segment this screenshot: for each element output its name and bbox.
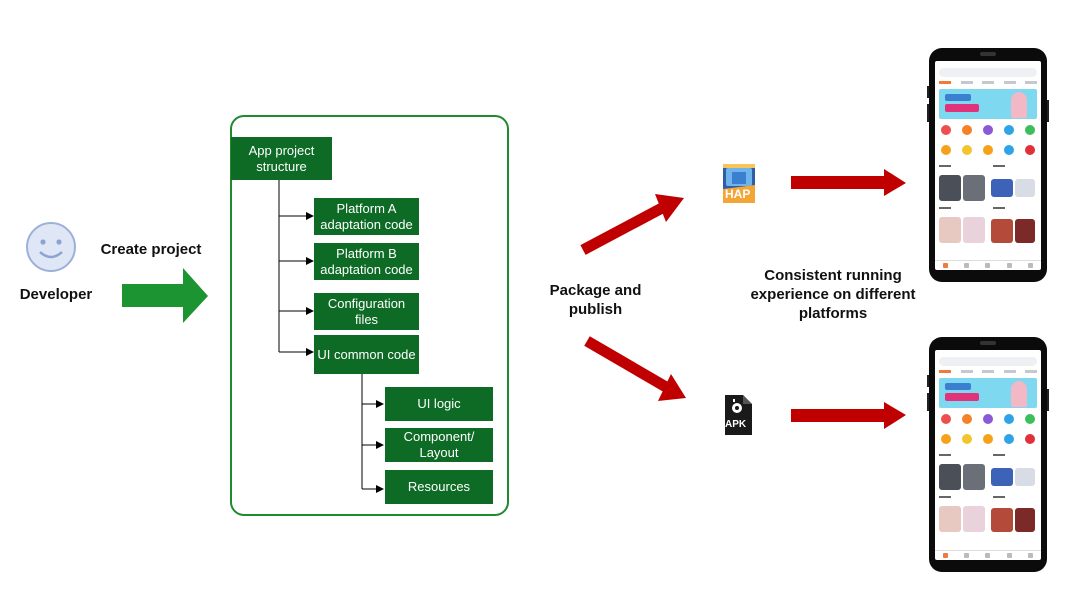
- apk-icon-text: APK: [725, 419, 747, 430]
- platform-b-box: Platform B adaptation code: [314, 243, 419, 280]
- hap-to-device-arrow: [791, 169, 906, 196]
- apk-to-device-arrow: [791, 402, 906, 429]
- hap-package-icon: HAP: [722, 163, 756, 204]
- resources-box: Resources: [385, 470, 493, 504]
- package-publish-label: Package and publish: [549, 282, 642, 318]
- component-layout-box: Component/ Layout: [385, 428, 493, 462]
- tree-connectors-level2: [361, 374, 384, 493]
- app-project-structure-box: App project structure: [231, 137, 332, 180]
- device-top-screen: [935, 61, 1041, 270]
- ui-common-code-box: UI common code: [314, 335, 419, 374]
- publish-arrow-up: [580, 194, 684, 255]
- developer-label: Developer: [19, 286, 93, 303]
- project-structure-frame: [230, 115, 509, 516]
- create-project-label: Create project: [100, 241, 202, 258]
- ui-logic-box: UI logic: [385, 387, 493, 421]
- configuration-files-box: Configuration files: [314, 293, 419, 330]
- hap-icon-text: HAP: [725, 187, 751, 201]
- consistent-experience-label: Consistent running experience on differe…: [750, 267, 916, 322]
- publish-arrow-down: [584, 336, 686, 401]
- create-project-arrow: [122, 268, 208, 323]
- device-bottom-phone: [927, 337, 1049, 572]
- developer-smiley-icon: [26, 222, 76, 272]
- device-top-phone: [927, 48, 1049, 282]
- device-bottom-screen: [935, 350, 1041, 560]
- tree-connectors-level1: [278, 180, 314, 356]
- platform-a-box: Platform A adaptation code: [314, 198, 419, 235]
- apk-package-icon: APK: [723, 395, 753, 435]
